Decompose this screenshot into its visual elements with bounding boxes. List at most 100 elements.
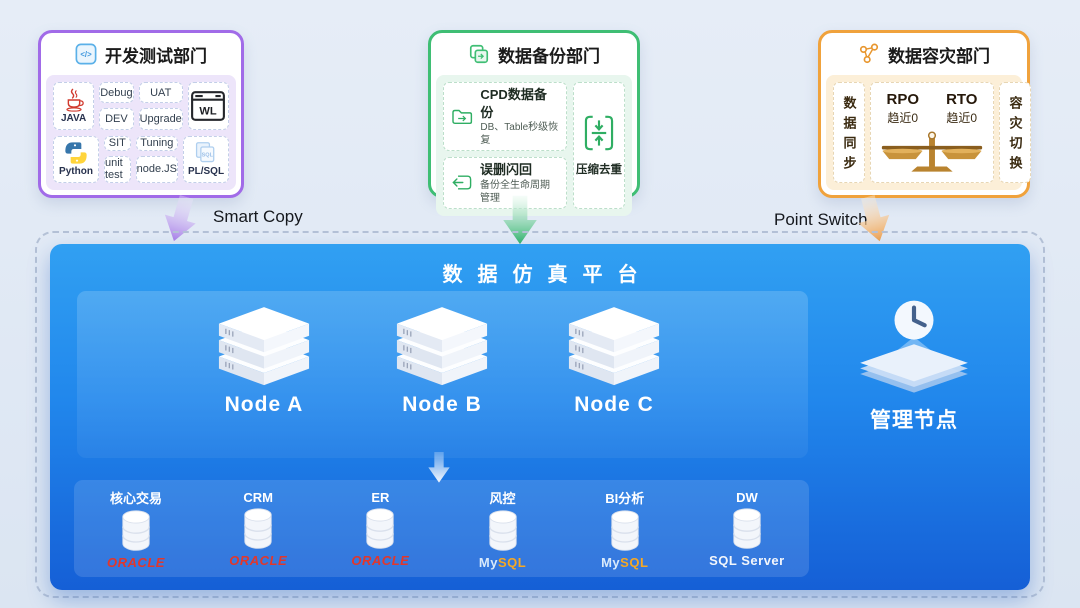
db-er: ER ORACLE (326, 490, 434, 568)
db-name: My (601, 554, 621, 570)
wl-tool: WL (187, 82, 229, 130)
flashback-icon (452, 175, 472, 190)
dev-chip: node.JS (135, 155, 178, 183)
node-label: Node B (402, 393, 482, 416)
dev-chip: Debug (99, 82, 134, 104)
compress-icon (584, 116, 614, 151)
rpo-name: RPO (886, 91, 920, 108)
database-icon (733, 507, 761, 549)
dev-chip: Upgrade (138, 108, 183, 130)
backup-item-title: 误删闪回 (479, 162, 532, 178)
backup-folder-icon (452, 109, 473, 125)
server-stack-icon (568, 307, 660, 386)
db-core-trading: 核心交易 ORACLE (82, 488, 190, 570)
backup-item-flashback: 误删闪回 备份全生命周期管理 (443, 157, 567, 209)
svg-text:</>: </> (80, 50, 92, 59)
smart-copy-label: Smart Copy (213, 207, 303, 226)
db-crm: CRM ORACLE (204, 490, 312, 568)
backup-item-title: CPD数据备份 (480, 87, 547, 120)
node-a: Node A (184, 307, 344, 417)
rpo-value: 趋近0 (887, 111, 919, 125)
copy-icon (469, 44, 489, 64)
db-name: ORACLE (107, 554, 165, 570)
wl-window-icon: WL (191, 90, 226, 121)
java-label: JAVA (60, 112, 87, 124)
node-label: Node C (574, 393, 654, 416)
databases-panel: 核心交易 ORACLE CRM ORACLE ER (74, 480, 809, 577)
compress-label: 压缩去重 (576, 164, 622, 177)
share-network-icon (859, 43, 879, 64)
server-stack-icon (396, 307, 488, 386)
db-risk: 风控 MySQL (449, 488, 557, 570)
db-dw: DW SQL Server (693, 490, 801, 568)
rto-value: 趋近0 (946, 111, 978, 125)
backup-item-cpd: CPD数据备份 DB、Table秒级恢复 (443, 82, 567, 152)
python-tool: Python (53, 135, 99, 183)
dev-chip: SIT (104, 135, 131, 151)
database-icon (122, 509, 150, 551)
python-label: Python (59, 166, 93, 178)
dept-dev-body: JAVA Debug UAT DEV Upgrade WL (46, 75, 236, 190)
db-bi: BI分析 MySQL (571, 488, 679, 570)
node-b: Node B (362, 307, 522, 417)
balance-scale-icon (881, 131, 983, 172)
dev-chip: DEV (99, 108, 134, 130)
plsql-doc-icon: SQL (195, 142, 215, 163)
db-app-label: DW (736, 489, 758, 505)
backup-item-subtitle: 备份全生命周期管理 (479, 179, 550, 204)
rto-name: RTO (946, 91, 978, 108)
dept-dr-box: 数据容灾部门 数据同步 RPO 趋近0 RTO 趋近0 (818, 30, 1031, 198)
dr-metrics-panel: RPO 趋近0 RTO 趋近0 (870, 82, 994, 183)
dept-backup-title: 数据备份部门 (498, 46, 600, 66)
dev-chip: unit test (104, 155, 131, 183)
mgmt-node: 管理节点 (844, 296, 984, 434)
mgmt-node-label: 管理节点 (870, 409, 958, 432)
db-name: ORACLE (351, 552, 410, 568)
backup-item-compress: 压缩去重 (573, 82, 625, 209)
db-app-label: ER (371, 489, 390, 505)
dept-dev-title: 开发测试部门 (105, 46, 207, 66)
dev-chip: UAT (138, 82, 183, 104)
dept-dr-title: 数据容灾部门 (888, 46, 990, 66)
dept-dev-box: </> 开发测试部门 JAVA Debug UAT DEV Upgrade (38, 30, 244, 198)
svg-text:WL: WL (200, 105, 217, 117)
java-icon (65, 88, 84, 112)
plsql-tool: SQL PL/SQL (183, 135, 229, 183)
dept-dev-header: </> 开发测试部门 (41, 33, 241, 75)
simulation-platform: 数据仿真平台 (50, 244, 1030, 590)
db-name: ORACLE (229, 552, 288, 568)
database-icon (610, 509, 639, 551)
db-name: SQL Server (709, 552, 785, 568)
database-icon (244, 507, 273, 549)
server-stack-icon (218, 307, 310, 386)
dept-backup-header: 数据备份部门 (431, 33, 637, 75)
nodes-panel: Node A (77, 291, 808, 458)
nodes-to-db-arrow (428, 452, 450, 483)
database-icon (488, 509, 517, 551)
java-tool: JAVA (53, 82, 95, 130)
python-icon (65, 142, 87, 164)
dev-chip: Tuning (135, 135, 178, 151)
code-icon: </> (75, 43, 97, 65)
clock-platform-icon (860, 300, 968, 393)
db-app-label: CRM (243, 489, 273, 505)
dr-sync-label: 数据同步 (833, 82, 865, 183)
node-c: Node C (534, 307, 694, 417)
dev-flow-arrow (164, 195, 196, 242)
db-app-label: BI分析 (605, 490, 645, 506)
db-app-label: 风控 (489, 490, 516, 506)
point-switch-label: Point Switch (774, 210, 868, 229)
svg-text:SQL: SQL (202, 153, 214, 159)
platform-dashed-border: 数据仿真平台 (35, 231, 1045, 598)
rpo-metric: RPO 趋近0 (887, 91, 920, 126)
dr-flow-arrow (858, 195, 890, 242)
node-label: Node A (224, 393, 304, 416)
dept-dr-header: 数据容灾部门 (821, 33, 1027, 75)
dept-backup-body: CPD数据备份 DB、Table秒级恢复 误删闪回 备份全生命周期管理 (436, 75, 632, 216)
rto-metric: RTO 趋近0 (946, 91, 977, 126)
platform-title: 数据仿真平台 (442, 264, 653, 286)
dept-dr-body: 数据同步 RPO 趋近0 RTO 趋近0 (826, 75, 1031, 190)
db-name: My (478, 554, 498, 570)
backup-item-subtitle: DB、Table秒级恢复 (480, 122, 559, 147)
db-app-label: 核心交易 (109, 490, 162, 506)
